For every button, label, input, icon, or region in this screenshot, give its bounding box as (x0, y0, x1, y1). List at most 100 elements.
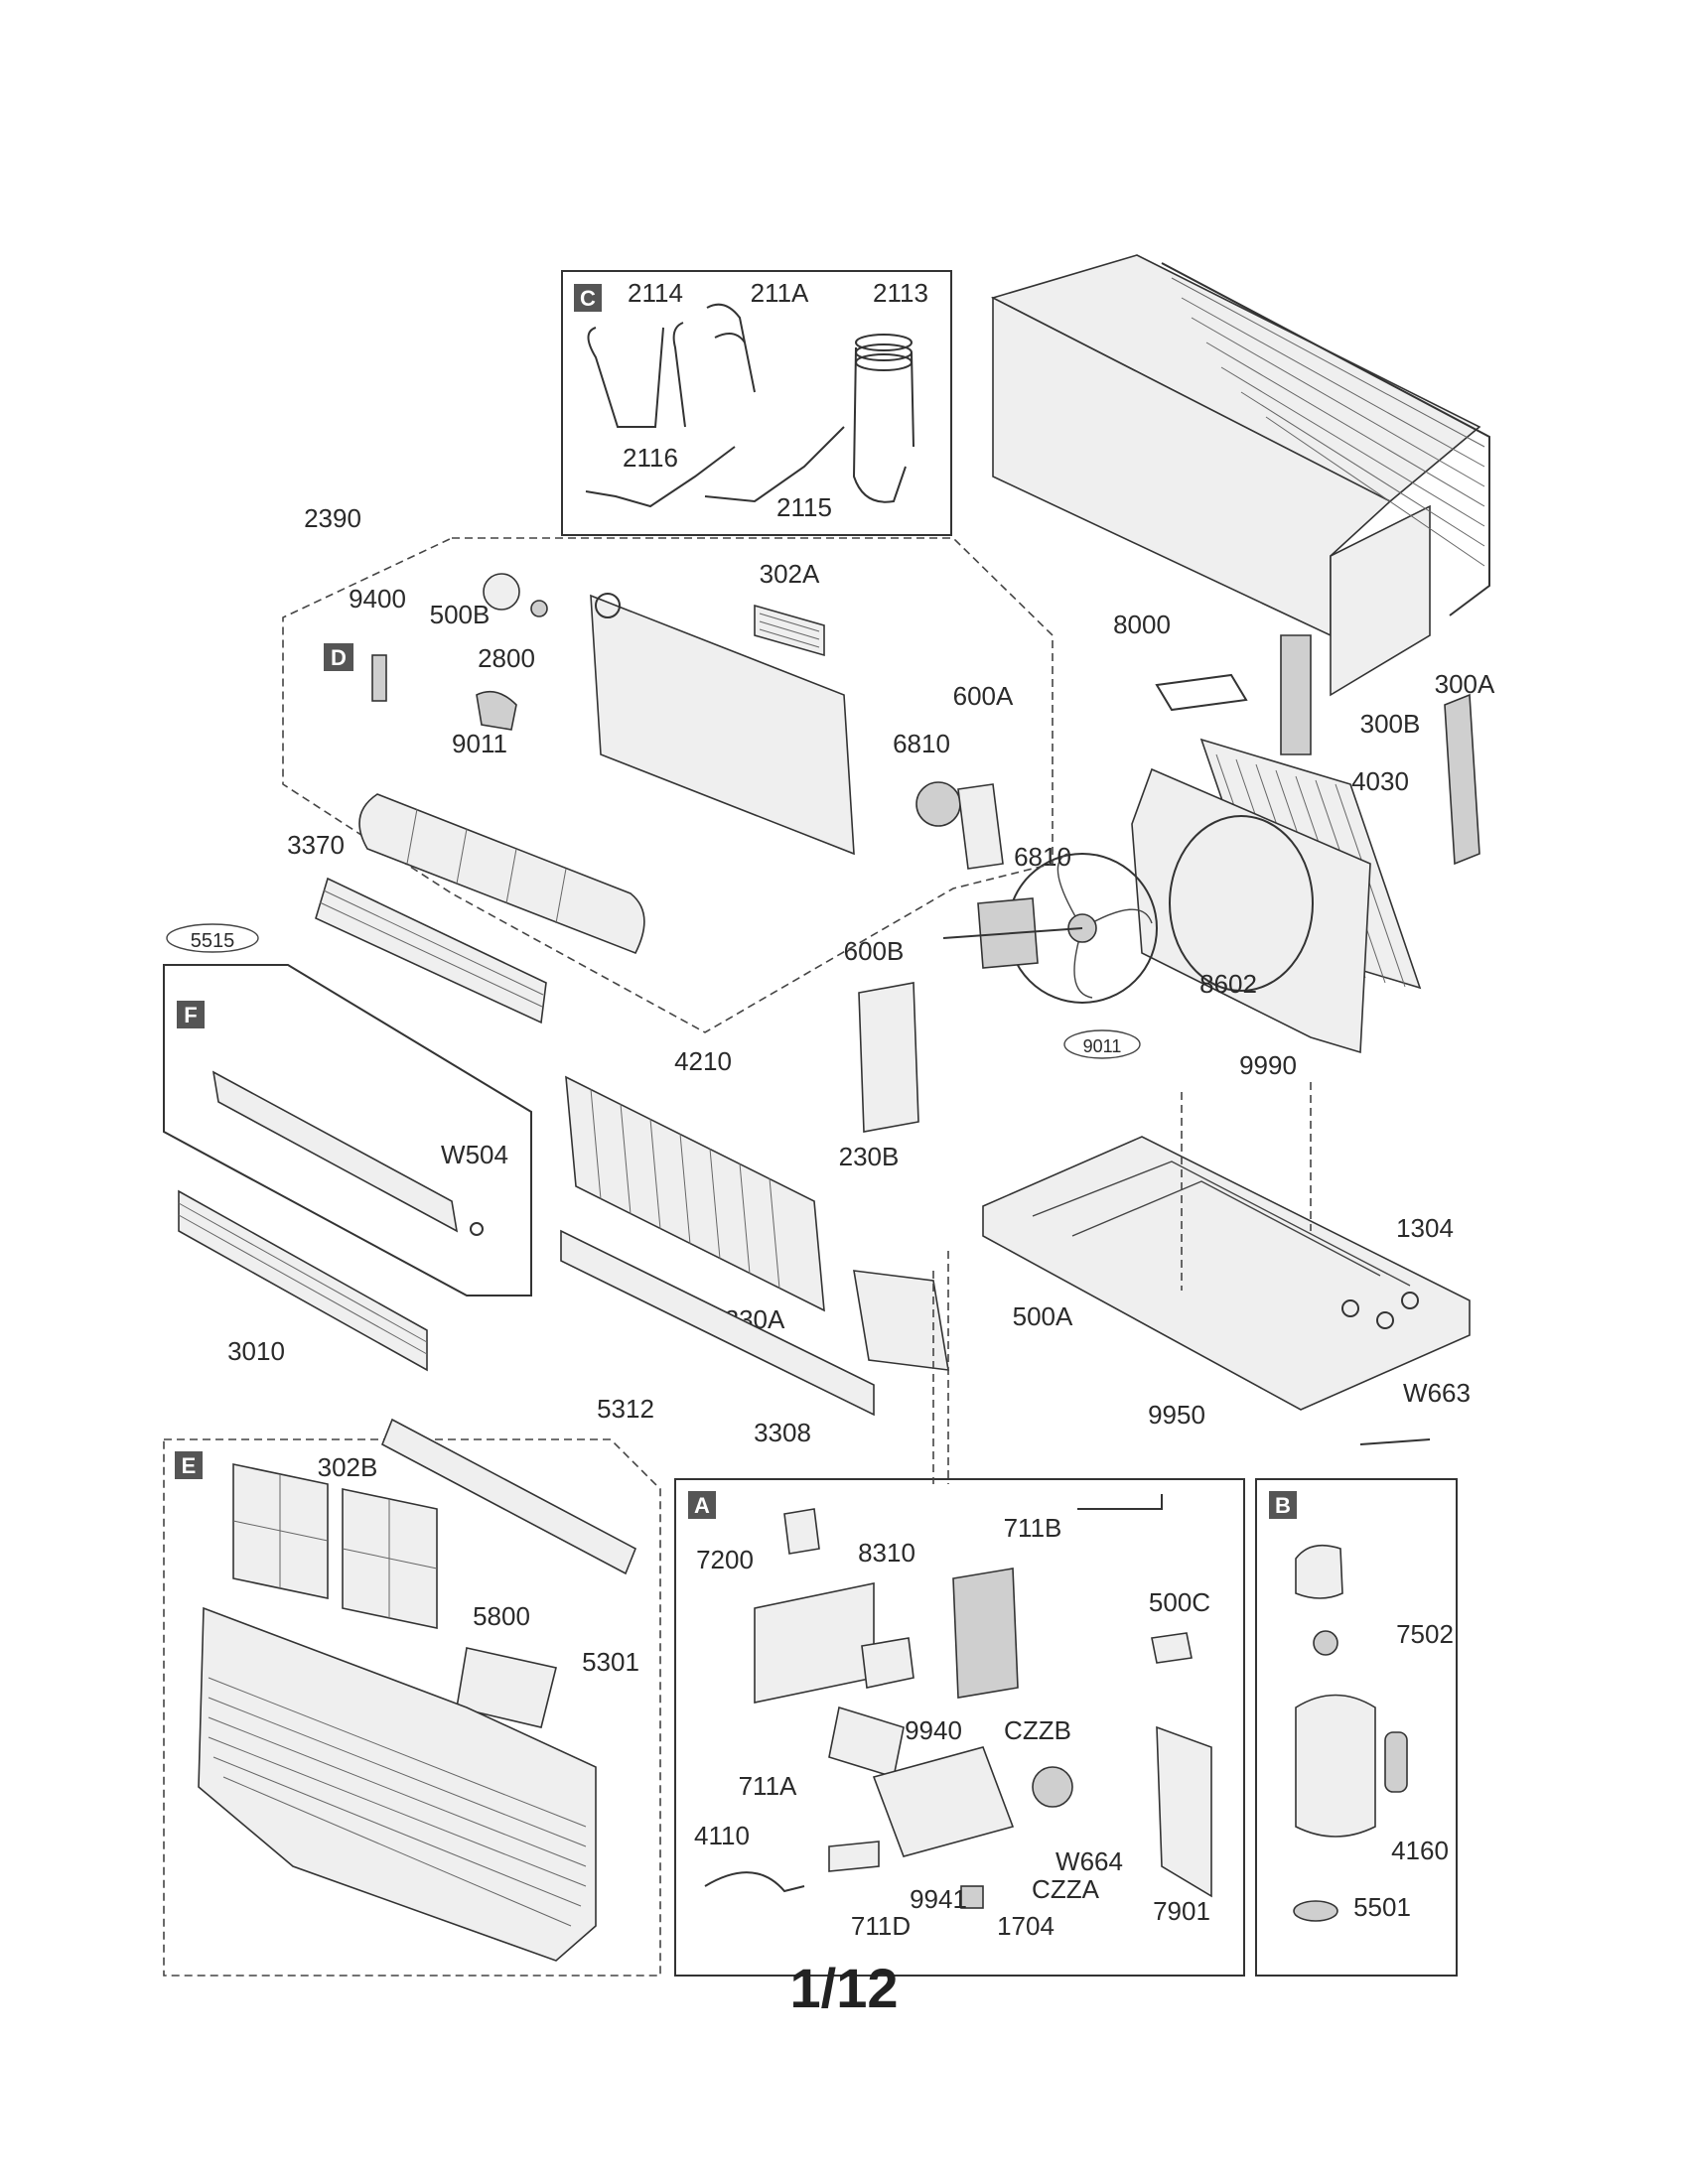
blower-housing (590, 594, 855, 856)
label-211A: 211A (751, 278, 809, 308)
evaporator-coil (565, 1075, 825, 1312)
vent-3370: 3370 (287, 830, 547, 1024)
page-number: 1/12 (789, 1957, 899, 2019)
coil-2113-b (855, 343, 913, 361)
label-1304: 1304 (1396, 1213, 1454, 1243)
coil-2113-c (855, 353, 913, 371)
drain-pan (560, 1229, 875, 1417)
section-d-frame (282, 537, 1054, 1033)
label-9990: 9990 (1239, 1050, 1297, 1080)
label-5800: 5800 (473, 1601, 530, 1631)
label-6810-blower: 6810 (893, 729, 950, 758)
label-3370: 3370 (287, 830, 345, 860)
capillary-2113 (852, 346, 914, 503)
front-grille-body (198, 1606, 597, 1962)
label-8310: 8310 (858, 1538, 915, 1568)
section-b-frame (1255, 1478, 1458, 1977)
label-3010: 3010 (227, 1336, 285, 1366)
label-600A: 600A (953, 681, 1014, 711)
label-W504: W504 (441, 1140, 508, 1169)
rear-grille-slats (1171, 277, 1485, 567)
cabinet-case: 8000 300A 300B (990, 254, 1495, 866)
label-5312: 5312 (597, 1394, 654, 1424)
section-a-badge (688, 1491, 716, 1519)
section-a-frame (674, 1478, 1245, 1977)
label-9940: 9940 (905, 1715, 962, 1745)
label-9011-outdoor: 9011 (1083, 1036, 1122, 1056)
label-CZZB: CZZB (1004, 1715, 1071, 1745)
label-2116: 2116 (623, 443, 678, 473)
capacitor-CZZB (1032, 1766, 1073, 1808)
plate-500C (1151, 1632, 1193, 1664)
shroud-opening (1169, 815, 1314, 992)
accumulator (1384, 1731, 1408, 1793)
label-2390: 2390 (304, 503, 361, 533)
tube-211a (672, 303, 756, 428)
plate-7901 (1156, 1725, 1212, 1898)
label-2114: 2114 (628, 278, 683, 308)
screw-w504 (470, 1222, 484, 1236)
pcb-711B (952, 1568, 1019, 1699)
label-5515: 5515 (191, 930, 235, 952)
section-b-letter: B (1275, 1493, 1291, 1518)
section-d-blower: D 2390 9400 500B 2800 302A 9011 6810 600… (282, 503, 1054, 1033)
outdoor-fan-assembly: 6810 600B 9011 (844, 842, 1158, 1133)
label-9941: 9941 (910, 1884, 967, 1914)
pcb-711A (828, 1706, 905, 1779)
section-f-frame (163, 964, 532, 1297)
shroud-9990: 8602 9990 (1131, 767, 1371, 1080)
rear-grille-frame (1161, 262, 1490, 616)
section-e-front: E 302B 5312 5800 5301 (163, 1394, 661, 1977)
label-302A: 302A (760, 559, 820, 589)
label-W664: W664 (1055, 1846, 1123, 1876)
part-9941 (960, 1885, 984, 1909)
bracket-9011 (476, 690, 517, 731)
control-knob-7200 (783, 1508, 820, 1555)
cabinet-side (1330, 504, 1431, 697)
label-500B: 500B (430, 600, 491, 629)
label-2115: 2115 (776, 492, 832, 522)
label-4210: 4210 (674, 1046, 732, 1076)
section-b-compressor: B 7502 4160 5501 (1255, 1478, 1458, 1977)
bearing-500B (483, 573, 520, 611)
label-6810-outdoor: 6810 (1014, 842, 1071, 872)
part-300B (1280, 634, 1312, 755)
tube-2115 (704, 426, 845, 503)
leader-lines (932, 1082, 1312, 1484)
vent-3010 (178, 1189, 428, 1372)
section-c-letter: C (580, 286, 596, 311)
label-600B: 600B (844, 936, 905, 966)
label-7200: 7200 (696, 1545, 754, 1574)
panel-5800 (456, 1647, 557, 1728)
section-d-badge (324, 643, 353, 671)
label-711D: 711D (851, 1911, 911, 1941)
blower-wheel-9011 (358, 793, 645, 955)
label-1704: 1704 (997, 1911, 1055, 1941)
washer-2800 (530, 600, 548, 617)
label-4030: 4030 (1351, 766, 1409, 796)
section-c-badge (574, 284, 602, 312)
label-711B: 711B (1004, 1513, 1062, 1543)
motor-mount-600A (957, 783, 1004, 870)
section-f: F 5515 W504 3010 (163, 923, 532, 1372)
section-a-controls: A 9950 7200 8310 711B 500C 9940 CZZB 711… (674, 1400, 1245, 1977)
label-5501: 5501 (1353, 1892, 1411, 1922)
label-3308: 3308 (754, 1418, 811, 1447)
label-W663: W663 (1403, 1378, 1471, 1408)
label-4160: 4160 (1391, 1836, 1449, 1865)
label-4110: 4110 (694, 1821, 750, 1850)
motor-bracket-600B (858, 982, 919, 1133)
section-e-letter: E (182, 1453, 197, 1478)
grommet-5501 (1293, 1900, 1338, 1922)
label-300A: 300A (1435, 669, 1495, 699)
wire-w663 (1359, 1438, 1431, 1445)
label-9011-blower: 9011 (452, 729, 507, 758)
label-2113: 2113 (873, 278, 928, 308)
pcb-711D (828, 1841, 880, 1872)
blower-motor-6810 (915, 781, 961, 827)
section-f-badge (177, 1001, 205, 1028)
label-230B: 230B (839, 1142, 900, 1171)
base-pan-1304: 1304 W663 (982, 1136, 1471, 1445)
coil-2113-a (855, 334, 913, 351)
